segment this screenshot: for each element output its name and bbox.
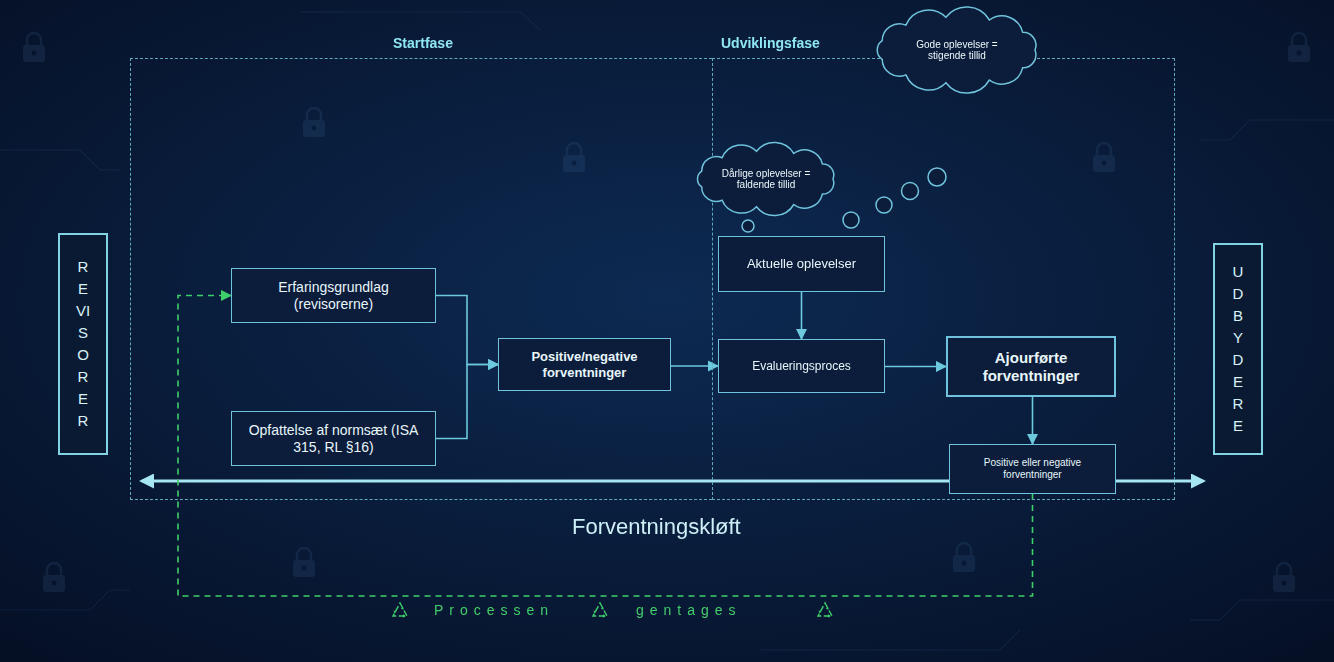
node-text: Ajourførte forventninger <box>956 349 1106 385</box>
process-box: Positive eller negative forventninger <box>949 444 1116 494</box>
process-box: Erfaringsgrundlag (revisorerne) <box>231 268 436 323</box>
phase-heading: Startfase <box>393 35 453 52</box>
flow-arrow <box>436 365 498 439</box>
phase-region: StartfaseErfaringsgrundlag (revisorerne)… <box>130 58 712 500</box>
recycle-symbols <box>393 603 832 618</box>
node-text: Gode oplevelser = stigende tillid <box>898 39 1017 62</box>
actor-box: UDBYDERE <box>1213 243 1263 455</box>
repeat-loop-arrow <box>178 296 1033 597</box>
actor-name: REVISORER <box>76 256 91 432</box>
flow-arrow <box>436 296 498 365</box>
process-box: Aktuelle oplevelser <box>718 236 885 292</box>
process-box: Opfattelse af normsæt (ISA 315, RL §16) <box>231 411 436 466</box>
node-text: Dårlige oplevelser = faldende tillid <box>714 168 818 191</box>
gap-label: Forventningskløft <box>572 514 741 540</box>
process-box: Evalueringsproces <box>718 339 885 393</box>
actor-box: REVISORER <box>58 233 108 455</box>
cycle-label: Processen <box>434 602 554 618</box>
node-text: Positive eller negative forventninger <box>958 457 1107 481</box>
circuit-lines <box>0 12 1334 650</box>
node-text: Evalueringsproces <box>752 359 851 373</box>
node-text: Aktuelle oplevelser <box>747 256 856 272</box>
actor-name: UDBYDERE <box>1231 261 1246 437</box>
flow-arrow <box>1032 397 1034 444</box>
process-box: Ajourførte forventninger <box>946 336 1116 397</box>
thought-cloud: Gode oplevelser = stigende tillid <box>867 5 1047 95</box>
thought-cloud: Dårlige oplevelser = faldende tillid <box>687 139 845 219</box>
flow-arrow <box>801 292 803 339</box>
node-text: Erfaringsgrundlag (revisorerne) <box>240 279 427 313</box>
process-box: Positive/negative forventninger <box>498 338 671 391</box>
phase-region: UdviklingsfaseGode oplevelser = stigende… <box>712 58 1175 500</box>
node-text: Positive/negative forventninger <box>507 349 662 380</box>
flow-arrow <box>885 366 946 368</box>
cycle-label: gentages <box>636 602 742 618</box>
flow-arrow <box>671 365 718 367</box>
cloud-shape <box>697 142 833 215</box>
node-text: Opfattelse af normsæt (ISA 315, RL §16) <box>240 422 427 456</box>
phase-heading: Udviklingsfase <box>721 35 820 52</box>
cloud-shape <box>877 7 1036 93</box>
lock-icons <box>23 33 1310 592</box>
